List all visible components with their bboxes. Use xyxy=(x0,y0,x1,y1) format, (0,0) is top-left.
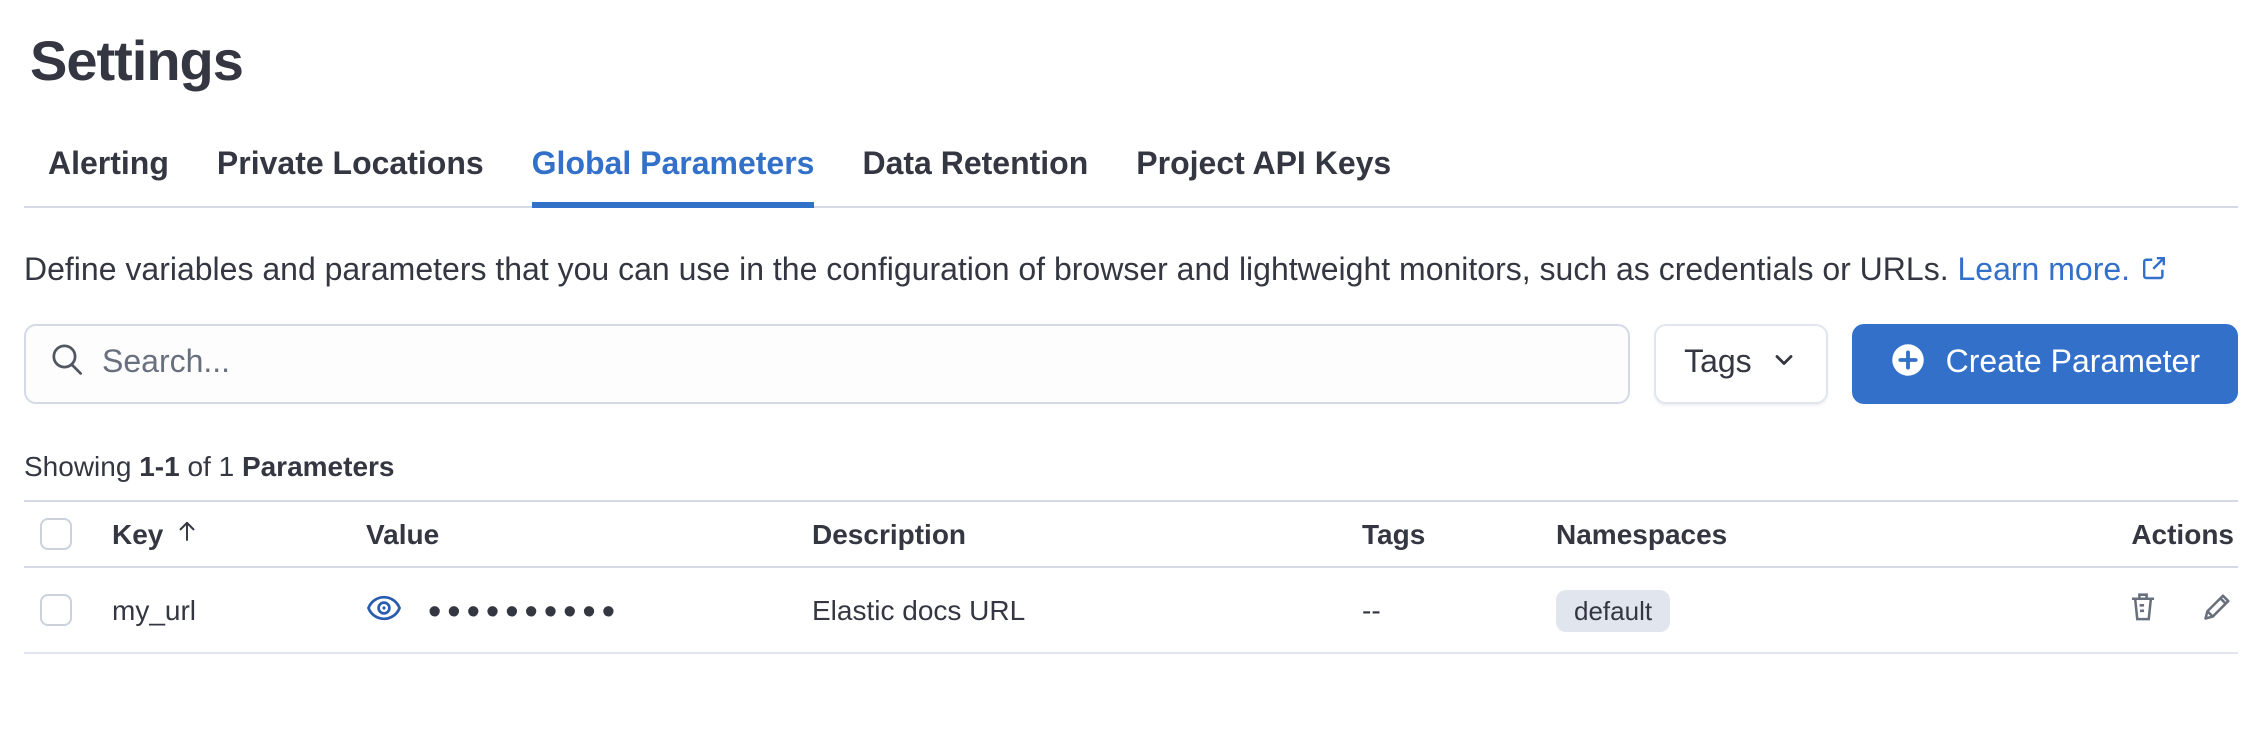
cell-value: •••••••••• xyxy=(366,589,788,631)
select-all-checkbox[interactable] xyxy=(40,518,72,550)
cell-tags: -- xyxy=(1362,594,1381,626)
table-row: my_url •••••••••• Elastic docs URL -- de… xyxy=(24,567,2238,653)
search-input[interactable] xyxy=(102,346,1605,382)
pencil-icon xyxy=(2200,590,2234,630)
column-header-description: Description xyxy=(812,518,967,550)
description-text: Define variables and parameters that you… xyxy=(24,254,1949,288)
cell-description: Elastic docs URL xyxy=(812,594,1026,626)
eye-icon xyxy=(366,589,402,631)
edit-parameter-button[interactable] xyxy=(2200,590,2234,630)
settings-tabs: Alerting Private Locations Global Parame… xyxy=(24,148,2238,208)
column-header-actions: Actions xyxy=(2131,518,2234,550)
learn-more-link[interactable]: Learn more. xyxy=(1958,254,2169,288)
chevron-down-icon xyxy=(1770,345,1798,383)
results-range: 1-1 xyxy=(139,450,180,482)
search-box[interactable] xyxy=(24,324,1631,404)
tab-alerting[interactable]: Alerting xyxy=(48,148,169,182)
column-header-key[interactable]: Key xyxy=(112,518,199,550)
tab-global-parameters[interactable]: Global Parameters xyxy=(531,148,816,208)
delete-parameter-button[interactable] xyxy=(2126,590,2160,630)
page-description: Define variables and parameters that you… xyxy=(24,246,2238,298)
settings-page: Settings Alerting Private Locations Glob… xyxy=(24,30,2238,654)
column-header-tags: Tags xyxy=(1362,518,1426,550)
tags-filter-label: Tags xyxy=(1684,346,1752,380)
parameters-toolbar: Tags Create Parameter xyxy=(24,324,2238,404)
cell-key: my_url xyxy=(112,594,197,626)
column-header-namespaces: Namespaces xyxy=(1556,518,1728,550)
trash-icon xyxy=(2126,590,2160,630)
page-title: Settings xyxy=(30,30,244,92)
reveal-value-button[interactable] xyxy=(366,589,402,631)
masked-value: •••••••••• xyxy=(428,591,622,633)
tags-filter-button[interactable]: Tags xyxy=(1654,324,1828,404)
external-link-icon xyxy=(2140,248,2168,298)
cell-actions xyxy=(2024,567,2238,653)
learn-more-label: Learn more. xyxy=(1957,254,2131,288)
results-summary: Showing 1-1 of 1 Parameters xyxy=(24,450,395,482)
row-checkbox[interactable] xyxy=(40,594,72,626)
create-parameter-button[interactable]: Create Parameter xyxy=(1851,324,2238,404)
tab-private-locations[interactable]: Private Locations xyxy=(216,148,484,182)
table-header-row: Key Value Description Tags Namespaces Ac… xyxy=(24,501,2238,567)
plus-circle-icon xyxy=(1890,341,1926,387)
namespace-badge: default xyxy=(1556,589,1671,631)
parameters-table: Key Value Description Tags Namespaces Ac… xyxy=(24,500,2238,654)
column-header-value: Value xyxy=(366,518,440,550)
results-entity: Parameters xyxy=(241,450,395,482)
sort-ascending-icon xyxy=(173,518,199,550)
create-parameter-label: Create Parameter xyxy=(1945,346,2200,380)
tab-data-retention[interactable]: Data Retention xyxy=(862,148,1089,182)
tab-project-api-keys[interactable]: Project API Keys xyxy=(1136,148,1392,182)
search-icon xyxy=(50,342,84,386)
